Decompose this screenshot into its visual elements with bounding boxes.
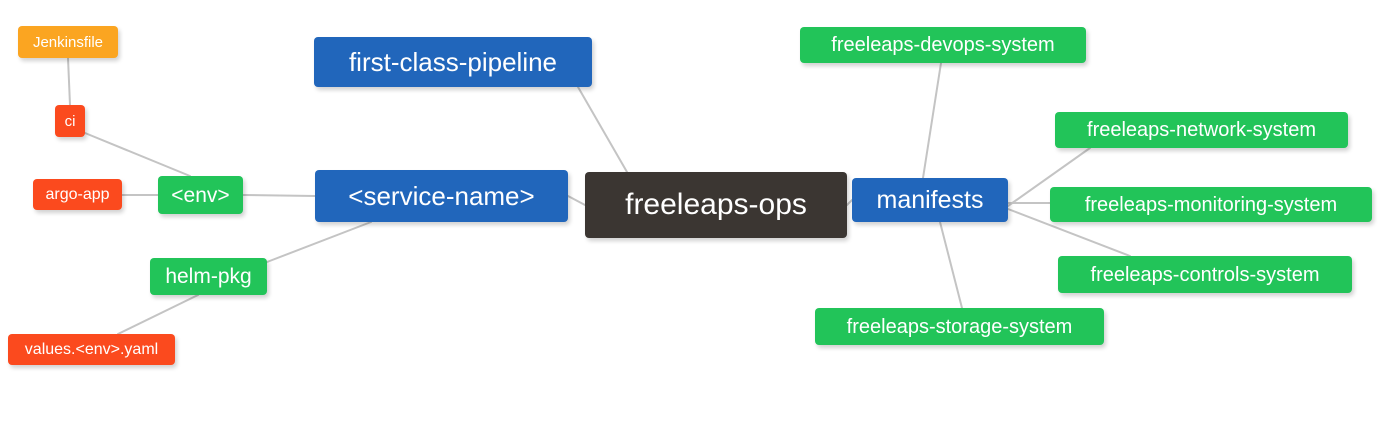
node-ci[interactable]: ci xyxy=(55,105,85,137)
node-manifests[interactable]: manifests xyxy=(852,178,1008,222)
edge-manifests-to-freeleaps-devops-system xyxy=(922,62,942,179)
node-first-class-pipeline[interactable]: first-class-pipeline xyxy=(314,37,592,87)
node-freeleaps-monitoring-system[interactable]: freeleaps-monitoring-system xyxy=(1050,187,1372,222)
edge-helm-pkg-to-values-env-yaml xyxy=(117,294,199,335)
node-freeleaps-storage-system[interactable]: freeleaps-storage-system xyxy=(815,308,1104,345)
edge-freeleaps-ops-to-service-name xyxy=(567,195,586,206)
node-freeleaps-ops[interactable]: freeleaps-ops xyxy=(585,172,847,238)
edge-freeleaps-ops-to-first-class-pipeline xyxy=(577,86,628,173)
node-env[interactable]: <env> xyxy=(158,176,243,214)
node-jenkinsfile[interactable]: Jenkinsfile xyxy=(18,26,118,58)
node-freeleaps-controls-system[interactable]: freeleaps-controls-system xyxy=(1058,256,1352,293)
node-freeleaps-network-system[interactable]: freeleaps-network-system xyxy=(1055,112,1348,148)
node-values-env-yaml[interactable]: values.<env>.yaml xyxy=(8,334,175,365)
edge-manifests-to-freeleaps-storage-system xyxy=(939,221,963,309)
edge-env-to-ci xyxy=(84,132,191,177)
edge-ci-to-jenkinsfile xyxy=(67,57,71,106)
edge-service-name-to-env xyxy=(242,194,316,197)
node-service-name[interactable]: <service-name> xyxy=(315,170,568,222)
node-freeleaps-devops-system[interactable]: freeleaps-devops-system xyxy=(800,27,1086,63)
node-argo-app[interactable]: argo-app xyxy=(33,179,122,210)
node-helm-pkg[interactable]: helm-pkg xyxy=(150,258,267,295)
edge-service-name-to-helm-pkg xyxy=(266,221,372,263)
